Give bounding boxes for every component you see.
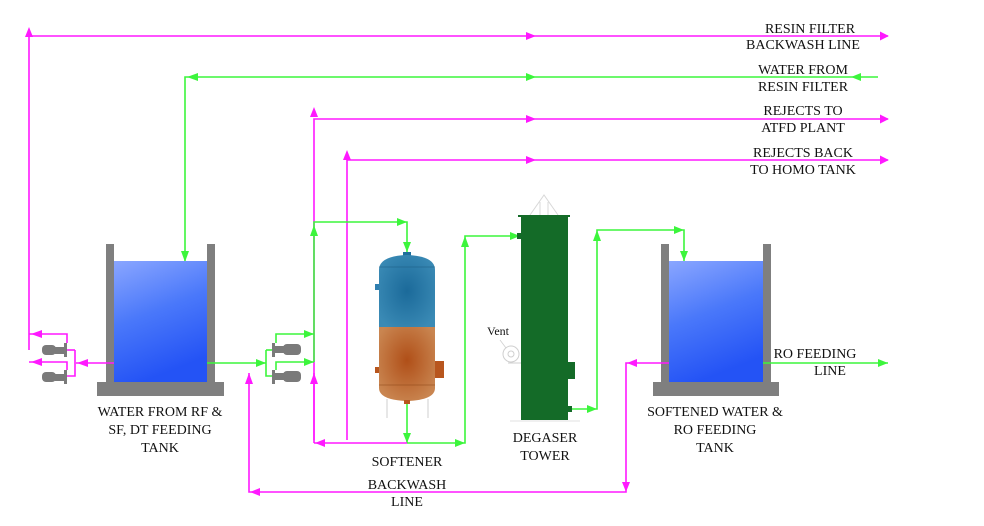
label-water-from-1: WATER FROM xyxy=(758,63,848,78)
softener-vessel xyxy=(375,252,444,418)
ro-feeding-label-2: LINE xyxy=(814,364,846,379)
label-resin-filter-1: RESIN FILTER xyxy=(765,22,856,37)
backwash-pump-2 xyxy=(42,370,67,384)
feed-tank-label-1: WATER FROM RF & xyxy=(98,405,223,420)
vent-label: Vent xyxy=(487,324,510,338)
vent-blower-icon xyxy=(499,339,521,364)
label-resin-filter-2: BACKWASH LINE xyxy=(746,38,860,53)
degaser-outlet-piping xyxy=(572,226,688,413)
feed-pump-discharge xyxy=(275,218,411,370)
ro-tank-label-2: RO FEEDING xyxy=(674,423,757,438)
feed-tank xyxy=(97,244,224,396)
ro-tank-label-1: SOFTENED WATER & xyxy=(647,405,783,420)
label-rejects-homo-2: TO HOMO TANK xyxy=(750,163,856,178)
feed-outlet-line xyxy=(207,349,272,377)
label-rejects-homo-1: REJECTS BACK xyxy=(753,146,853,161)
feed-pump-2 xyxy=(272,370,301,384)
ro-tank-label-3: TANK xyxy=(696,441,734,456)
degaser-tower xyxy=(510,194,580,422)
backwash-label-1: BACKWASH xyxy=(368,478,447,493)
ro-feeding-label-1: RO FEEDING xyxy=(774,347,857,362)
ro-feed-tank xyxy=(653,244,779,396)
backwash-pump-piping xyxy=(29,330,114,377)
feed-tank-label-3: TANK xyxy=(141,441,179,456)
degaser-label-2: TOWER xyxy=(520,449,570,464)
backwash-pump-1 xyxy=(42,343,67,357)
line-rejects-back-homo xyxy=(343,150,889,440)
line-water-from-resin-filter xyxy=(181,73,878,262)
line-backwash xyxy=(245,359,669,496)
softener-label: SOFTENER xyxy=(372,455,443,470)
degaser-label-1: DEGASER xyxy=(513,431,578,446)
feed-tank-label-2: SF, DT FEEDING xyxy=(108,423,211,438)
label-water-from-2: RESIN FILTER xyxy=(758,80,849,95)
label-rejects-atfd-1: REJECTS TO xyxy=(763,104,842,119)
line-ro-feeding xyxy=(763,359,888,367)
softener-outlet-piping xyxy=(314,232,520,447)
backwash-label-2: LINE xyxy=(391,495,423,510)
line-resin-filter-backwash xyxy=(25,27,889,350)
feed-pump-1 xyxy=(272,343,301,357)
label-rejects-atfd-2: ATFD PLANT xyxy=(761,121,845,136)
